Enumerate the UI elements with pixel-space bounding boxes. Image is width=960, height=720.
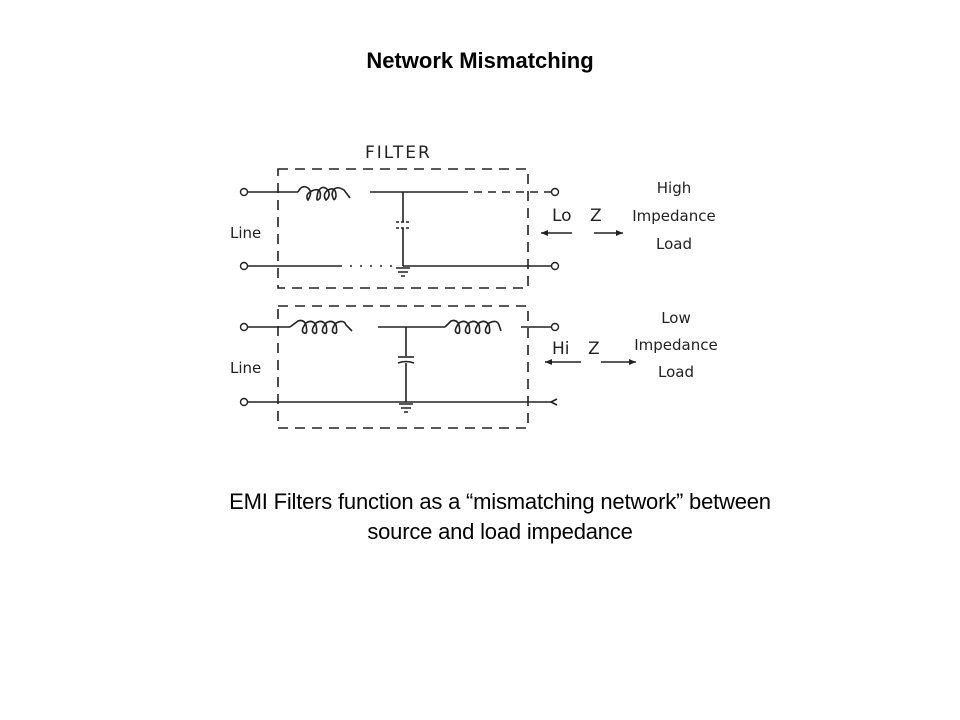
bottom-load-label-line1: Low [661,309,691,327]
bottom-filter-box [277,305,529,429]
top-shunt-capacitor [396,221,410,229]
bottom-series-inductor-2 [444,319,502,335]
bottom-input-terminal-upper [239,322,249,332]
top-filter-box [277,168,529,289]
filter-label: FILTER [365,143,432,163]
caption-line-1: EMI Filters function as a “mismatching n… [229,489,771,514]
top-output-terminal-lower [550,261,560,271]
top-source-side-label: Lo [552,206,572,226]
top-ground-icon [396,267,410,277]
top-line-label: Line [230,224,261,242]
top-circuit: Line Lo Z High Impedance Load [230,168,716,289]
top-z-label: Z [590,206,602,226]
top-load-label-line3: Load [656,235,692,253]
bottom-input-terminal-lower [239,397,249,407]
bottom-z-label: Z [588,339,600,359]
bottom-ground-icon [399,403,413,413]
top-right-arrow-icon [616,230,623,236]
top-load-label-line1: High [657,179,691,197]
bottom-source-side-label: Hi [552,339,570,359]
bottom-cap-plate-lower [397,360,415,364]
bottom-load-label-line2: Impedance [634,336,717,354]
bottom-load-label-line3: Load [658,363,694,381]
top-left-arrow-icon [541,230,548,236]
bottom-output-terminal-upper [550,322,560,332]
top-series-inductor [297,185,351,202]
bottom-line-label: Line [230,359,261,377]
slide-title: Network Mismatching [366,48,594,73]
top-input-terminal-lower [239,261,249,271]
top-output-terminal-upper [550,187,560,197]
bottom-right-arrow-icon [629,359,636,365]
bottom-series-inductor-1 [289,319,353,335]
bottom-circuit: Line Hi Z Low Impedance Load [230,305,718,429]
caption-line-2: source and load impedance [367,519,633,544]
slide-caption: EMI Filters function as a “mismatching n… [120,487,880,547]
bottom-output-terminal-lower [550,398,558,406]
top-load-label-line2: Impedance [632,207,715,225]
top-input-terminal-upper [239,187,249,197]
bottom-left-arrow-icon [545,359,552,365]
